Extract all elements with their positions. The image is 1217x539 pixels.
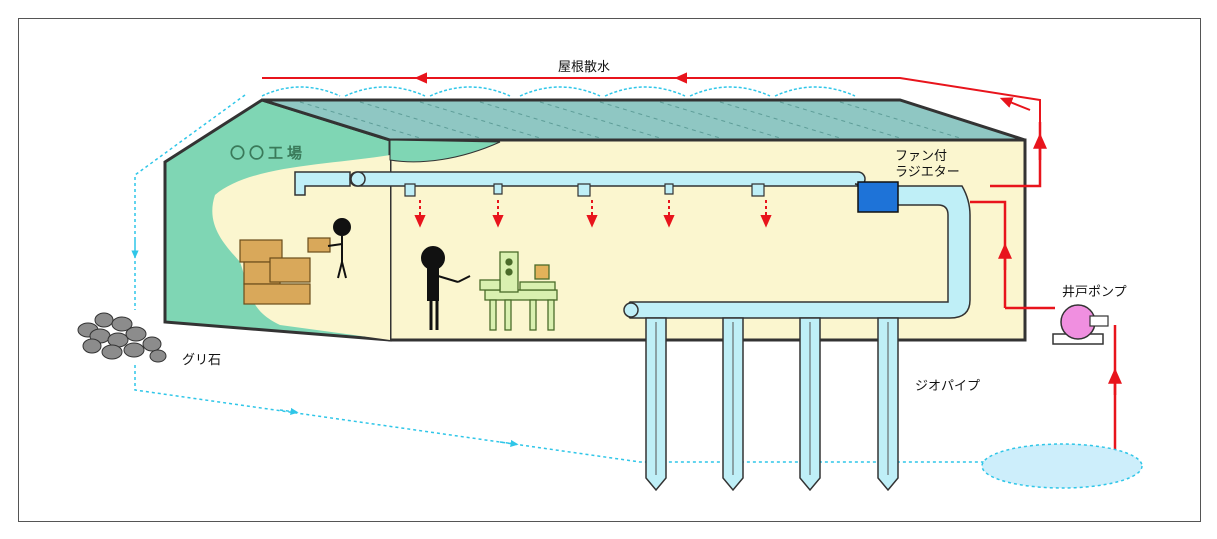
- factory-label: 〇〇工場: [230, 144, 306, 162]
- overhead-pipe: [294, 171, 971, 319]
- spray-nozzles: [404, 183, 765, 197]
- well-pump-icon: [1052, 304, 1109, 345]
- fan-radiator: [857, 181, 899, 213]
- geo-pipe-cores: [655, 322, 889, 475]
- groundwater: [981, 443, 1143, 489]
- geo-pipe-label: ジオパイプ: [915, 379, 980, 394]
- cool-air-arrows: [414, 200, 772, 228]
- machine: [479, 251, 558, 331]
- gravel-icon: [77, 312, 167, 363]
- cargo-boxes: [239, 237, 331, 305]
- interior-partition: [389, 139, 501, 163]
- factory-roof: [261, 98, 1026, 142]
- roof-texture: [299, 101, 961, 139]
- supply-pipe: [970, 122, 1122, 470]
- fan-radiator-label-1: ファン付: [895, 149, 947, 164]
- worker-small: [327, 218, 351, 279]
- roof-spray-arcs: [261, 86, 856, 97]
- diagram-frame: [18, 18, 1201, 522]
- fan-radiator-label-2: ラジエター: [895, 165, 960, 180]
- geo-pipes: [645, 317, 899, 492]
- roof-spray-line: [262, 72, 1041, 122]
- well-pump-label: 井戸ポンプ: [1062, 285, 1127, 300]
- roof-spray-label: 屋根散水: [558, 60, 610, 75]
- worker-large: [421, 246, 471, 330]
- gravel-label: グリ石: [182, 353, 221, 368]
